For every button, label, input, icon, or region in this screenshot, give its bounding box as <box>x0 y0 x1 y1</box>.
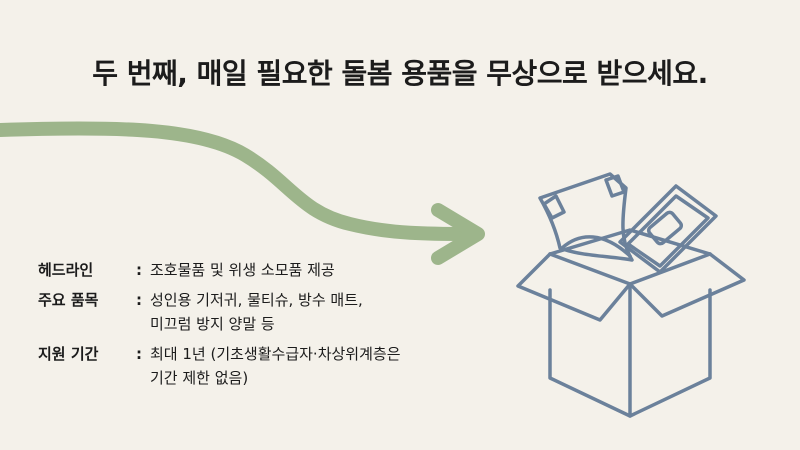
wet-wipes-icon <box>618 184 718 274</box>
info-list: 헤드라인 : 조호물품 및 위생 소모품 제공 주요 품목 : 성인용 기저귀,… <box>38 258 401 396</box>
diaper-icon <box>538 172 634 262</box>
period-label: 지원 기간 <box>38 345 99 363</box>
page-title: 두 번째, 매일 필요한 돌봄 용품을 무상으로 받으세요. <box>92 57 708 90</box>
info-row-period: 지원 기간 : 최대 1년 (기초생활수급자·차상위계층은 기간 제한 없음) <box>38 342 401 390</box>
info-row-items: 주요 품목 : 성인용 기저귀, 물티슈, 방수 매트, 미끄럼 방지 양말 등 <box>38 288 401 336</box>
period-colon: : <box>136 345 142 363</box>
headline-value: 조호물품 및 위생 소모품 제공 <box>150 261 335 279</box>
cardboard-box-icon <box>516 228 746 418</box>
items-label: 주요 품목 <box>38 291 99 309</box>
open-box-supplies-icon <box>516 172 746 418</box>
items-value: 성인용 기저귀, 물티슈, 방수 매트, 미끄럼 방지 양말 등 <box>150 291 363 333</box>
items-colon: : <box>136 291 142 309</box>
info-row-headline: 헤드라인 : 조호물품 및 위생 소모품 제공 <box>38 258 401 282</box>
headline-colon: : <box>136 261 142 279</box>
period-value: 최대 1년 (기초생활수급자·차상위계층은 기간 제한 없음) <box>150 345 401 387</box>
headline-label: 헤드라인 <box>38 261 94 279</box>
